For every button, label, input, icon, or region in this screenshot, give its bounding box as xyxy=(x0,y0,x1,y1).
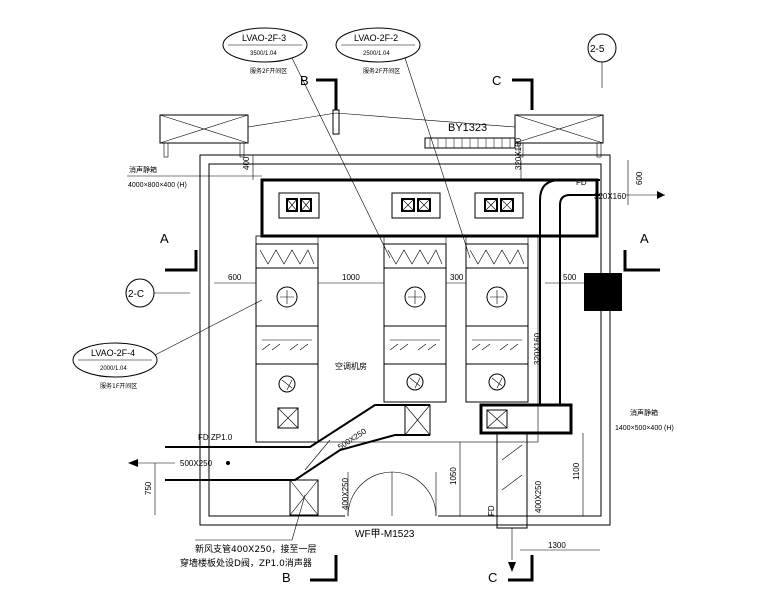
door-label: WF甲-M1523 xyxy=(355,529,415,540)
fd-top: FD xyxy=(576,178,587,187)
dim-500: 500 xyxy=(563,273,577,282)
duct-riser: 320X160 xyxy=(533,332,542,365)
section-marker-c-top: C xyxy=(492,73,534,110)
fd-right: FD xyxy=(487,505,496,516)
silencer-top-size: 4000×800×400 (H) xyxy=(128,182,187,189)
silencer-plenum-right xyxy=(479,403,573,435)
dim-400: 400 xyxy=(242,156,251,170)
rooftop-unit-right xyxy=(514,114,604,158)
tag-note: 服务1F开间区 xyxy=(100,382,137,390)
duct-down-right xyxy=(496,432,528,572)
rooftop-unit-left xyxy=(159,114,249,158)
svg-text:A: A xyxy=(160,231,169,246)
duct-top: 320X160 xyxy=(594,192,627,201)
duct-left-branch xyxy=(128,404,431,516)
section-marker-a-left: A xyxy=(160,231,198,272)
tag-code: LVAO-2F-3 xyxy=(242,33,286,43)
tag-lvao-2f-3: LVAO-2F-3 3500/1.04 服务2F开间区 xyxy=(222,27,391,259)
tag-note: 服务2F开间区 xyxy=(363,67,400,75)
dim-1000: 1000 xyxy=(342,273,360,282)
duct-left: 500X250 xyxy=(180,459,213,468)
dim-1300: 1300 xyxy=(548,541,566,550)
grid-bubble-2-5: 2-5 xyxy=(587,33,617,88)
svg-text:B: B xyxy=(300,73,309,88)
duct-vert: 400X250 xyxy=(341,477,350,510)
dim-1050: 1050 xyxy=(449,467,458,485)
svg-text:A: A xyxy=(640,231,649,246)
section-marker-b-top: B xyxy=(300,73,338,110)
building-walls xyxy=(199,154,611,526)
duct-right: 400X250 xyxy=(534,480,543,513)
silencer-plenum-top xyxy=(260,178,599,238)
tag-lvao-2f-2: LVAO-2F-2 2500/1.04 服务2F开间区 xyxy=(335,27,471,259)
dim-1100: 1100 xyxy=(572,462,581,480)
svg-text:2-5: 2-5 xyxy=(590,44,605,55)
dim-750: 750 xyxy=(144,481,153,495)
note-line1: 新风支管400X250，接至一层 xyxy=(195,543,317,555)
fd-zp-label: FD ZP1.0 xyxy=(198,433,233,442)
svg-text:2-C: 2-C xyxy=(128,289,144,300)
dimension-lines xyxy=(154,155,629,551)
tag-spec: 3500/1.04 xyxy=(250,51,277,57)
section-marker-a-right: A xyxy=(623,231,660,272)
ahu-column-3 xyxy=(465,235,529,403)
section-marker-c-bottom: C xyxy=(488,555,534,585)
svg-text:C: C xyxy=(488,570,497,585)
tag-code: LVAO-2F-4 xyxy=(91,348,135,358)
grid-bubble-2-c: 2-C xyxy=(125,278,190,308)
dim-600a: 600 xyxy=(228,273,242,282)
duct-up: 320X160 xyxy=(514,137,523,170)
note-line2: 穿墙楼板处设D阀，ZP1.0消声器 xyxy=(180,557,312,569)
svg-text:B: B xyxy=(282,570,291,585)
tag-spec: 2500/1.04 xyxy=(363,51,390,57)
by-label: BY1323 xyxy=(448,122,487,134)
silencer-top-label: 消声静箱 xyxy=(129,165,157,174)
silencer-right-size: 1400×500×400 (H) xyxy=(615,425,674,432)
silencer-right-label: 消声静箱 xyxy=(630,408,658,417)
duct-diag: 500X250 xyxy=(336,426,368,451)
tag-code: LVAO-2F-2 xyxy=(354,33,398,43)
tag-spec: 2000/1.04 xyxy=(100,366,127,372)
section-marker-b-bottom: B xyxy=(282,555,338,585)
ahu-column-2 xyxy=(383,235,447,403)
riser-duct-right xyxy=(539,179,622,405)
tag-lvao-2f-4: LVAO-2F-4 2000/1.04 服务1F开间区 xyxy=(72,299,263,390)
svg-text:C: C xyxy=(492,73,501,88)
dim-300: 300 xyxy=(450,273,464,282)
dim-600b: 600 xyxy=(635,171,644,185)
room-label: 空调机房 xyxy=(335,361,367,371)
tag-note: 服务2F开间区 xyxy=(250,67,287,75)
ahu-column-1 xyxy=(255,235,319,443)
